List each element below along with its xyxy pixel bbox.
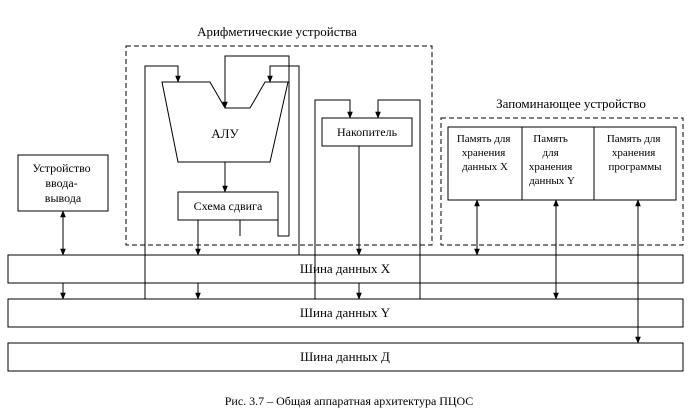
bus-x-label: Шина данных X [300, 261, 391, 276]
memory-x-label: Память для хранения данных X [457, 133, 513, 173]
alu-connections [144, 55, 300, 300]
arithmetic-group-frame [125, 45, 433, 246]
shifter-label: Схема сдвига [194, 199, 263, 213]
alu-label: АЛУ [211, 126, 239, 141]
bus-y [7, 298, 684, 328]
memory-x-line2: хранения [462, 147, 505, 159]
memory-x-block [447, 126, 523, 201]
figure-caption: Рис. 3.7 – Общая аппаратная архитектура … [225, 394, 474, 408]
io-device-label-line2: ввода- [45, 176, 77, 190]
memory-program-label: Память для хранения программы [607, 133, 663, 173]
memory-y-label: Память для хранения данных Y [529, 133, 575, 187]
memory-y-line2: для [543, 147, 559, 159]
accumulator-input-line [314, 99, 353, 299]
memory-x-line1: Память для [457, 133, 511, 145]
bus-d [7, 342, 684, 372]
alu-block [161, 81, 289, 163]
io-device-label-line1: Устройство [32, 161, 90, 175]
io-device-label-line3: вывода [45, 191, 82, 205]
memory-x-line3: данных X [462, 161, 508, 173]
memory-group-label: Запоминающее устройство [496, 96, 646, 111]
accumulator-connections [314, 99, 421, 300]
bus-y-label: Шина данных Y [300, 305, 391, 320]
memory-y-line1: Память [533, 133, 568, 145]
alu-left-input-line [144, 65, 181, 299]
accumulator-label: Накопитель [337, 125, 398, 139]
shifter-block [177, 191, 279, 221]
bus-d-label: Шина данных Д [300, 349, 390, 364]
shifter-feedback-line [277, 206, 289, 237]
memory-program-line3: программы [608, 161, 662, 173]
bus-x [7, 254, 684, 284]
memory-group-frame [440, 117, 684, 246]
memory-program-block [593, 126, 677, 201]
memory-y-line3: хранения [529, 161, 572, 173]
memory-connections [474, 199, 641, 344]
arithmetic-group-label: Арифметические устройства [197, 24, 357, 39]
memory-y-line4: данных Y [529, 175, 575, 187]
memory-program-line1: Память для [607, 133, 661, 145]
accumulator-block [321, 117, 413, 147]
alu-right-input-line [267, 65, 300, 255]
alu-feedback-line [222, 55, 290, 236]
accumulator-feedback-line [375, 99, 421, 299]
memory-program-line2: хранения [612, 147, 655, 159]
io-device-label: Устройство ввода- вывода [32, 161, 93, 205]
